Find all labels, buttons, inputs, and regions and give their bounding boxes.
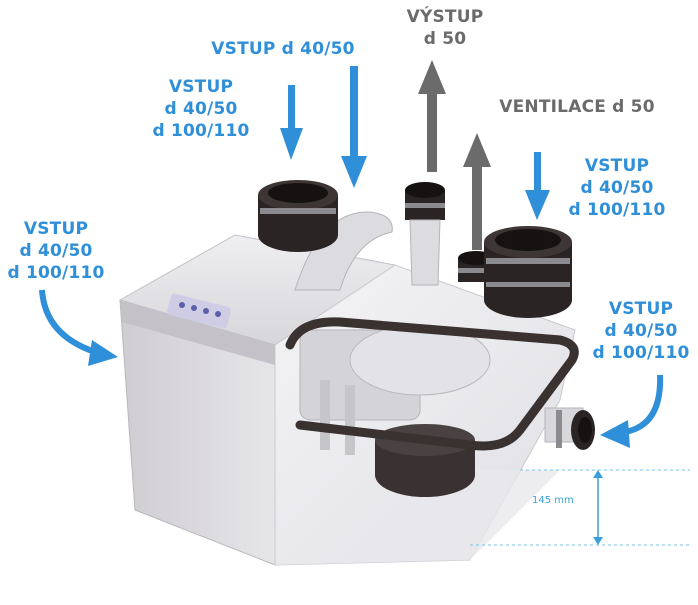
inlet-arrow-side-right bbox=[624, 374, 664, 435]
inlet-collar-side-right bbox=[544, 407, 595, 450]
control-panel bbox=[167, 293, 231, 329]
label-line: d 40/50 bbox=[580, 178, 654, 198]
flow-arrows bbox=[39, 60, 664, 448]
label-line: VSTUP bbox=[23, 219, 89, 239]
label-inlet-top-left: VSTUP d 40/50 d 100/110 bbox=[150, 76, 252, 142]
height-dimension bbox=[470, 469, 690, 546]
label-inlet-side-right: VSTUP d 40/50 d 100/110 bbox=[586, 298, 696, 364]
label-line: d 40/50 bbox=[604, 321, 678, 341]
label-line: VÝSTUP bbox=[406, 7, 484, 27]
label-line: VSTUP d 40/50 bbox=[211, 39, 355, 59]
inlet-arrow-top-left bbox=[280, 85, 303, 160]
label-outlet: VÝSTUP d 50 bbox=[403, 6, 487, 50]
outlet-pipe bbox=[405, 182, 445, 286]
label-line: d 50 bbox=[423, 29, 467, 49]
inlet-arrow-left bbox=[39, 289, 96, 355]
label-line: d 100/110 bbox=[568, 200, 666, 220]
label-line: VSTUP bbox=[584, 156, 650, 176]
ventilation-arrow bbox=[463, 133, 491, 250]
label-line: d 40/50 bbox=[19, 241, 93, 261]
inlet-arrow-top-right bbox=[525, 152, 550, 220]
label-ventilation: VENTILACE d 50 bbox=[493, 96, 661, 118]
label-line: VSTUP bbox=[608, 299, 674, 319]
internal-mechanism bbox=[299, 324, 491, 497]
outlet-arrow bbox=[418, 60, 446, 172]
inlet-collar-top-left bbox=[258, 180, 338, 252]
label-line: VSTUP bbox=[168, 77, 234, 97]
dimension-label: 145 mm bbox=[532, 495, 574, 506]
lift-bar bbox=[285, 317, 579, 451]
label-line: d 100/110 bbox=[152, 121, 250, 141]
label-line: d 40/50 bbox=[164, 99, 238, 119]
inlet-collar-top-right bbox=[484, 226, 572, 318]
inlet-arrow-top-center bbox=[341, 66, 367, 188]
label-inlet-left: VSTUP d 40/50 d 100/110 bbox=[6, 218, 106, 284]
tank-floor bbox=[275, 470, 560, 565]
label-line: d 100/110 bbox=[7, 263, 105, 283]
housing-lid-edge bbox=[120, 300, 275, 365]
label-line: d 100/110 bbox=[592, 343, 690, 363]
pump-unit bbox=[118, 180, 595, 566]
label-inlet-top-center: VSTUP d 40/50 bbox=[198, 38, 368, 60]
label-inlet-top-right: VSTUP d 40/50 d 100/110 bbox=[562, 155, 672, 221]
label-line: VENTILACE d 50 bbox=[499, 97, 655, 117]
